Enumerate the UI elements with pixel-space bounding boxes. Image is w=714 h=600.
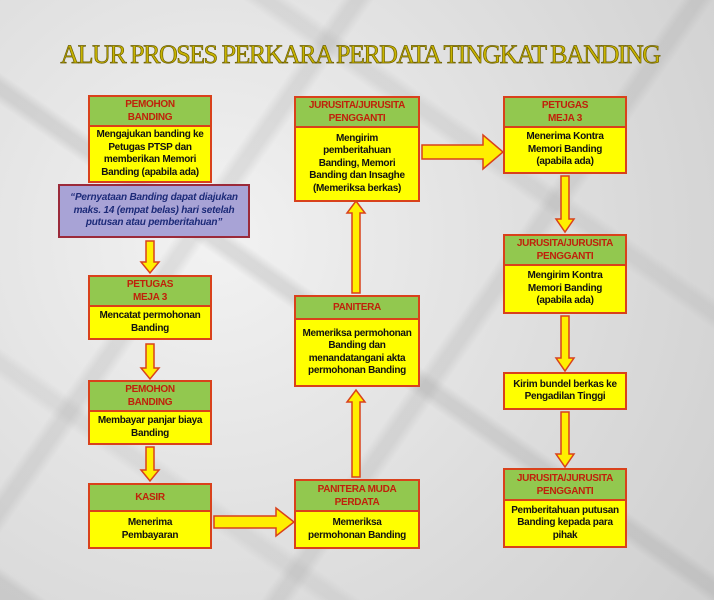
deadline-note: “Pernyataan Banding dapat diajukan maks.… [58, 184, 250, 238]
step-panitera: PANITERA Memeriksa permohonan Banding da… [294, 295, 420, 387]
step-body: Memeriksa permohonan Banding [296, 512, 418, 547]
step-header: PANITERA MUDA PERDATA [296, 481, 418, 512]
step-body: Mengajukan banding ke Petugas PTSP dan m… [90, 127, 210, 181]
step-body: Menerima Kontra Memori Banding (apabila … [505, 128, 625, 172]
step-kasir: KASIR Menerima Pembayaran [88, 483, 212, 549]
step-header: PEMOHON BANDING [90, 97, 210, 127]
arrow-right [421, 133, 505, 171]
step-body: Membayar panjar biaya Banding [90, 412, 210, 443]
step-jurusita-3: JURUSITA/JURUSITA PENGGANTI Pemberitahua… [503, 468, 627, 548]
arrow-up [345, 199, 367, 294]
arrow-down [139, 343, 161, 381]
step-header: JURUSITA/JURUSITA PENGGANTI [505, 470, 625, 501]
step-pemohon-banding-1: PEMOHON BANDING Mengajukan banding ke Pe… [88, 95, 212, 183]
arrow-down [139, 446, 161, 483]
arrow-up [345, 388, 367, 478]
step-body: Menerima Pembayaran [90, 512, 210, 547]
step-petugas-meja3-a: PETUGAS MEJA 3 Mencatat permohonan Bandi… [88, 275, 212, 340]
step-body: Mengirim pemberitahuan Banding, Memori B… [296, 128, 418, 200]
step-header: JURUSITA/JURUSITA PENGGANTI [505, 236, 625, 266]
step-header: KASIR [90, 485, 210, 512]
page-title: ALUR PROSES PERKARA PERDATA TINGKAT BAND… [60, 40, 661, 70]
arrow-right [213, 506, 296, 538]
step-header: PETUGAS MEJA 3 [505, 98, 625, 128]
step-body: Kirim bundel berkas ke Pengadilan Tinggi [505, 374, 625, 408]
step-kirim-berkas: Kirim bundel berkas ke Pengadilan Tinggi [503, 372, 627, 410]
step-header: JURUSITA/JURUSITA PENGGANTI [296, 98, 418, 128]
step-body: Pemberitahuan putusan Banding kepada par… [505, 501, 625, 546]
step-jurusita-1: JURUSITA/JURUSITA PENGGANTI Mengirim pem… [294, 96, 420, 202]
step-body: Mencatat permohonan Banding [90, 307, 210, 338]
step-jurusita-2: JURUSITA/JURUSITA PENGGANTI Mengirim Kon… [503, 234, 627, 314]
arrow-down [554, 411, 576, 469]
step-body: Memeriksa permohonan Banding dan menanda… [296, 320, 418, 385]
step-header: PANITERA [296, 297, 418, 320]
step-pemohon-banding-2: PEMOHON BANDING Membayar panjar biaya Ba… [88, 380, 212, 445]
step-header: PETUGAS MEJA 3 [90, 277, 210, 307]
step-header: PEMOHON BANDING [90, 382, 210, 412]
arrow-down [139, 240, 161, 275]
arrow-down [554, 175, 576, 234]
arrow-down [554, 315, 576, 373]
step-petugas-meja3-b: PETUGAS MEJA 3 Menerima Kontra Memori Ba… [503, 96, 627, 174]
step-body: Mengirim Kontra Memori Banding (apabila … [505, 266, 625, 312]
step-panitera-muda: PANITERA MUDA PERDATA Memeriksa permohon… [294, 479, 420, 549]
